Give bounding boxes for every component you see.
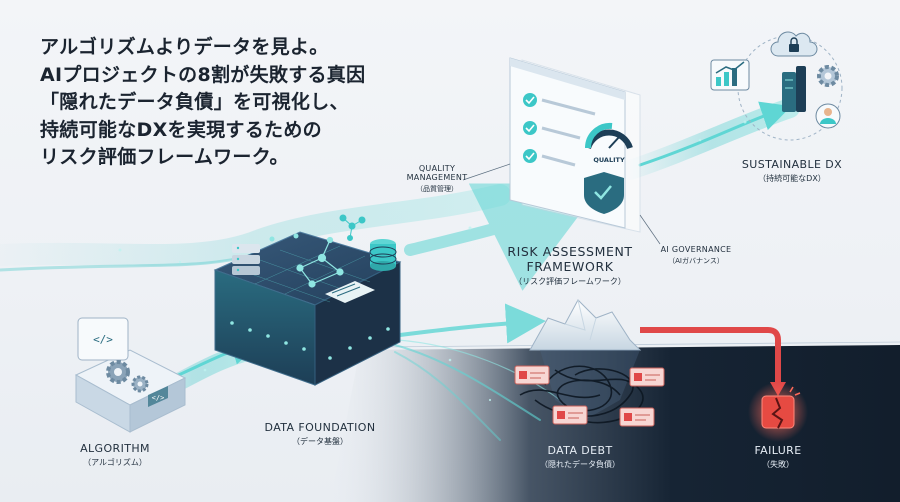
- broken-block-icon: [748, 382, 808, 442]
- warning-card: [619, 407, 655, 427]
- risk-framework-title-1: RISK ASSESSMENT: [507, 244, 633, 259]
- sparkles: [118, 120, 747, 402]
- data-debt-subtitle: （隠れたデータ負債）: [540, 460, 620, 469]
- molecule-icon: [339, 214, 366, 241]
- ai-governance-label: AI GOVERNANCE （AIガバナンス）: [652, 245, 740, 266]
- headline-line-3: 「隠れたデータ負債」を可視化し、: [40, 91, 349, 113]
- chart-icon: [710, 59, 750, 91]
- cloud-lock-icon: [770, 31, 818, 57]
- algorithm-title: ALGORITHM: [80, 442, 150, 455]
- server-stack-icon: [232, 244, 260, 275]
- checklist: [523, 93, 596, 167]
- warning-card: [514, 365, 550, 385]
- network-icon: [296, 236, 344, 288]
- checkmark-icon: [523, 121, 537, 135]
- warning-card: [552, 405, 588, 425]
- risk-framework-label: RISK ASSESSMENT FRAMEWORK （リスク評価フレームワーク）: [505, 244, 635, 287]
- risk-framework-title-2: FRAMEWORK: [526, 259, 614, 274]
- failure-label: FAILURE （失敗）: [738, 444, 818, 470]
- algorithm-label: ALGORITHM （アルゴリズム）: [60, 442, 170, 468]
- warning-cards: [514, 365, 665, 427]
- ai-governance-title: AI GOVERNANCE: [660, 245, 732, 254]
- headline-line-5: リスク評価フレームワーク。: [40, 146, 289, 168]
- leader-lines: [462, 163, 661, 245]
- failure-title: FAILURE: [754, 444, 802, 457]
- gear-icon: [817, 65, 839, 87]
- headline-line-4: 持続可能なDXを実現するための: [40, 118, 322, 141]
- headline-line-2: AIプロジェクトの8割が失敗する真因: [40, 63, 366, 86]
- data-debt-title: DATA DEBT: [547, 444, 613, 457]
- algorithm-block: </> </>: [74, 317, 187, 433]
- sustainable-dx-subtitle: （持続可能なDX）: [758, 174, 826, 183]
- gauge-icon: QUALITY: [584, 122, 633, 164]
- server-icon: [782, 66, 806, 112]
- sustainable-dx-label: SUSTAINABLE DX （持続可能なDX）: [733, 158, 851, 184]
- warning-card: [629, 367, 665, 387]
- data-streams: [0, 98, 800, 441]
- ai-governance-subtitle: （AIガバナンス）: [668, 257, 724, 265]
- data-foundation-subtitle: （データ基盤）: [292, 437, 348, 446]
- quality-management-title-2: MANAGEMENT: [406, 173, 468, 182]
- tangled-data: [519, 365, 644, 424]
- shield-icon: [584, 172, 624, 214]
- checkmark-icon: [523, 93, 537, 107]
- sustainable-dx-title: SUSTAINABLE DX: [741, 158, 843, 171]
- quality-management-label: QUALITY MANAGEMENT （品質管理）: [402, 164, 472, 194]
- algorithm-subtitle: （アルゴリズム）: [83, 458, 147, 467]
- gear-icon: [106, 360, 149, 393]
- sustainable-dx-cluster: [710, 31, 843, 141]
- person-icon: [815, 103, 841, 129]
- gauge-label: QUALITY: [593, 156, 625, 164]
- iceberg-icon: [529, 299, 642, 420]
- checkmark-icon: [523, 149, 537, 163]
- code-icon: </>: [93, 333, 113, 346]
- headline-line-1: アルゴリズムよりデータを見よ。: [40, 36, 329, 58]
- database-icon: [369, 239, 397, 271]
- risk-framework-subtitle: （リスク評価フレームワーク）: [514, 277, 626, 286]
- data-card-icon: [325, 281, 375, 303]
- data-foundation-cube: [213, 214, 402, 386]
- dark-debt-zone: [330, 345, 900, 502]
- data-debt-label: DATA DEBT （隠れたデータ負債）: [525, 444, 635, 470]
- data-foundation-label: DATA FOUNDATION （データ基盤）: [250, 421, 390, 447]
- quality-management-title-1: QUALITY: [418, 164, 456, 173]
- headline: アルゴリズムよりデータを見よ。 AIプロジェクトの8割が失敗する真因 「隠れたデ…: [40, 34, 440, 172]
- svg-text:</>: </>: [152, 394, 165, 402]
- risk-framework-panel: QUALITY: [509, 57, 641, 233]
- quality-management-subtitle: （品質管理）: [416, 185, 458, 193]
- failure-subtitle: （失敗）: [762, 460, 794, 469]
- data-foundation-title: DATA FOUNDATION: [264, 421, 376, 434]
